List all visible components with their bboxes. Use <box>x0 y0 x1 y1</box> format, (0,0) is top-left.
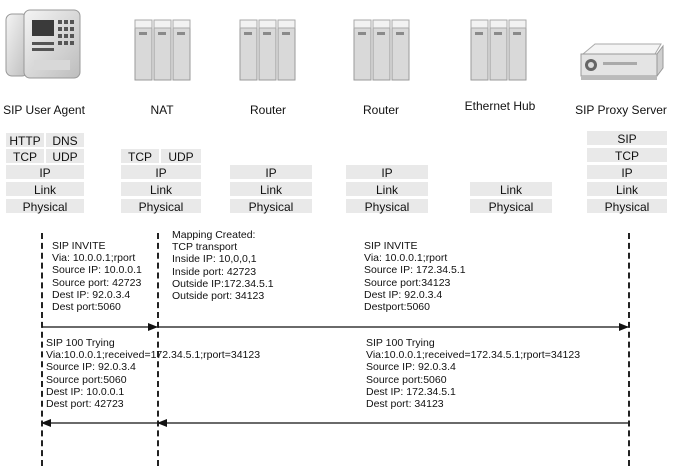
server-rack-icon <box>469 18 529 82</box>
layer-udp: UDP <box>160 148 202 164</box>
layer-tcp: TCP <box>5 148 45 164</box>
msg-line: SIP 100 Trying <box>46 337 115 349</box>
msg-line: Outside IP:172.34.5.1 <box>172 277 274 290</box>
device-label-router: Router <box>362 103 400 117</box>
msg-line: Source port:5060 <box>366 373 447 386</box>
layer-sip: SIP <box>586 130 668 146</box>
msg-line: Inside IP: 10,0,0,1 <box>172 253 257 266</box>
message-nat-mapping: Mapping Created: TCP transport Inside IP… <box>172 229 274 302</box>
device-label-nat: NAT <box>150 103 174 117</box>
layer-http: HTTP <box>5 132 45 148</box>
msg-line: Dest port:5060 <box>52 300 121 313</box>
device-label-hub: Ethernet Hub <box>464 99 536 113</box>
msg-line: Dest IP: 10.0.0.1 <box>46 385 125 398</box>
msg-line: Dest port: 34123 <box>366 397 444 410</box>
layer-physical: Physical <box>120 198 202 214</box>
device-label-router: Router <box>249 103 287 117</box>
msg-line: Via:10.0.0.1;received=172.34.5.1;rport=3… <box>366 349 581 362</box>
layer-link: Link <box>120 181 202 197</box>
layer-tcp: TCP <box>120 148 160 164</box>
msg-line: SIP 100 Trying <box>366 337 435 349</box>
server-rack-icon <box>133 18 193 82</box>
msg-line: Mapping Created: <box>172 229 256 241</box>
layer-ip: IP <box>345 164 429 180</box>
layer-link: Link <box>586 181 668 197</box>
message-trying-proxy: SIP 100 Trying Via:10.0.0.1;received=172… <box>366 337 580 410</box>
message-invite-ua: SIP INVITE Via: 10.0.0.1;rport Source IP… <box>52 240 142 313</box>
layer-ip: IP <box>229 164 313 180</box>
layer-ip: IP <box>586 164 668 180</box>
msg-line: Source IP: 92.0.3.4 <box>46 361 136 374</box>
layer-ip: IP <box>5 164 85 180</box>
msg-line: Inside port: 42723 <box>172 265 257 278</box>
layer-physical: Physical <box>229 198 313 214</box>
msg-line: Source port:34123 <box>364 276 451 289</box>
msg-line: Dest port: 42723 <box>46 397 124 410</box>
msg-line: Via:10.0.0.1;received=172.34.5.1;rport=3… <box>46 349 261 362</box>
msg-line: Dest IP: 92.0.3.4 <box>52 288 131 301</box>
msg-line: Via: 10.0.0.1;rport <box>52 252 136 265</box>
msg-line: Source IP: 92.0.3.4 <box>366 361 456 374</box>
msg-line: Source port:5060 <box>46 373 127 386</box>
device-label-proxy: SIP Proxy Server <box>575 103 667 117</box>
msg-line: Destport:5060 <box>364 300 430 313</box>
msg-line: Dest IP: 92.0.3.4 <box>364 288 443 301</box>
layer-physical: Physical <box>345 198 429 214</box>
lifeline-ua <box>41 233 43 466</box>
lifeline-proxy <box>628 233 630 466</box>
layer-link: Link <box>5 181 85 197</box>
lifeline-nat <box>157 233 159 466</box>
msg-line: Source IP: 172.34.5.1 <box>364 264 466 277</box>
message-invite-proxy: SIP INVITE Via: 10.0.0.1;rport Source IP… <box>364 240 466 313</box>
server-rack-icon <box>352 18 412 82</box>
layer-link: Link <box>229 181 313 197</box>
msg-line: SIP INVITE <box>52 240 106 252</box>
msg-line: Via: 10.0.0.1;rport <box>364 252 448 265</box>
msg-line: TCP transport <box>172 241 238 254</box>
msg-line: Dest IP: 172.34.5.1 <box>366 385 456 398</box>
layer-udp: UDP <box>45 148 85 164</box>
msg-line: Source IP: 10.0.0.1 <box>52 264 142 277</box>
device-label-ua: SIP User Agent <box>3 103 85 117</box>
layer-tcp: TCP <box>586 147 668 163</box>
layer-physical: Physical <box>5 198 85 214</box>
msg-line: SIP INVITE <box>364 240 418 252</box>
msg-line: Source port: 42723 <box>52 276 142 289</box>
layer-ip: IP <box>120 164 202 180</box>
layer-link: Link <box>345 181 429 197</box>
proxy-server-icon <box>575 40 665 86</box>
message-trying-ua: SIP 100 Trying Via:10.0.0.1;received=172… <box>46 337 260 410</box>
server-rack-icon <box>238 18 298 82</box>
layer-dns: DNS <box>45 132 85 148</box>
layer-physical: Physical <box>586 198 668 214</box>
msg-line: Outside port: 34123 <box>172 289 265 302</box>
sip-phone-icon <box>4 8 84 80</box>
layer-link: Link <box>469 181 553 197</box>
layer-physical: Physical <box>469 198 553 214</box>
